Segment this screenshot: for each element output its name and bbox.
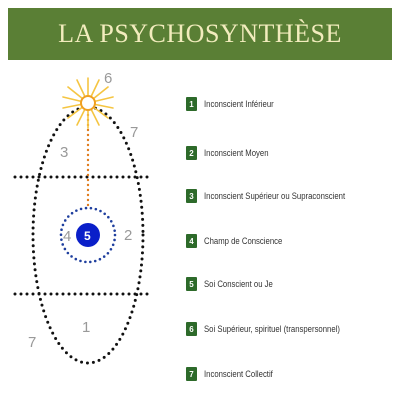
legend-badge-4: 4 xyxy=(186,234,197,248)
psychosynthesis-egg-diagram: 6 7 3 4 5 2 1 7 xyxy=(0,60,175,390)
legend-label-3: Inconscient Supérieur ou Supraconscient xyxy=(204,191,346,201)
legend-item-5: 5 Soi Conscient ou Je xyxy=(186,276,284,292)
diagram-label-5: 5 xyxy=(84,229,91,243)
diagram-label-6: 6 xyxy=(104,70,112,87)
legend-item-6: 6 Soi Supérieur, spirituel (transpersonn… xyxy=(186,321,362,337)
outer-egg-outline xyxy=(31,105,145,365)
legend-item-4: 4 Champ de Conscience xyxy=(186,233,295,249)
legend-badge-2: 2 xyxy=(186,146,197,160)
legend-label-6: Soi Supérieur, spirituel (transpersonnel… xyxy=(204,324,340,334)
legend-label-1: Inconscient Inférieur xyxy=(204,99,274,109)
diagram-label-7-top: 7 xyxy=(130,124,138,141)
legend-badge-5: 5 xyxy=(186,277,197,291)
conscious-self-center xyxy=(76,223,100,247)
legend-item-1: 1 Inconscient Inférieur xyxy=(186,96,285,112)
legend-label-2: Inconscient Moyen xyxy=(204,148,269,158)
legend-item-7: 7 Inconscient Collectif xyxy=(186,366,284,382)
legend-badge-3: 3 xyxy=(186,189,197,203)
diagram-label-4: 4 xyxy=(63,228,71,245)
diagram-label-3: 3 xyxy=(60,144,68,161)
diagram-label-1: 1 xyxy=(82,319,90,336)
legend-label-7: Inconscient Collectif xyxy=(204,369,273,379)
legend-badge-6: 6 xyxy=(186,322,197,336)
diagram-label-7-bottom: 7 xyxy=(28,334,36,351)
legend-badge-1: 1 xyxy=(186,97,197,111)
field-of-consciousness-circle xyxy=(59,206,117,264)
legend-item-2: 2 Inconscient Moyen xyxy=(186,145,279,161)
legend-item-3: 3 Inconscient Supérieur ou Supraconscien… xyxy=(186,188,368,204)
higher-self-sun-icon xyxy=(62,77,114,129)
legend-label-5: Soi Conscient ou Je xyxy=(204,279,273,289)
diagram-label-2: 2 xyxy=(124,227,132,244)
title-banner: LA PSYCHOSYNTHÈSE xyxy=(8,8,392,60)
legend-badge-7: 7 xyxy=(186,367,197,381)
legend-label-4: Champ de Conscience xyxy=(204,236,283,246)
page-title: LA PSYCHOSYNTHÈSE xyxy=(58,19,342,48)
